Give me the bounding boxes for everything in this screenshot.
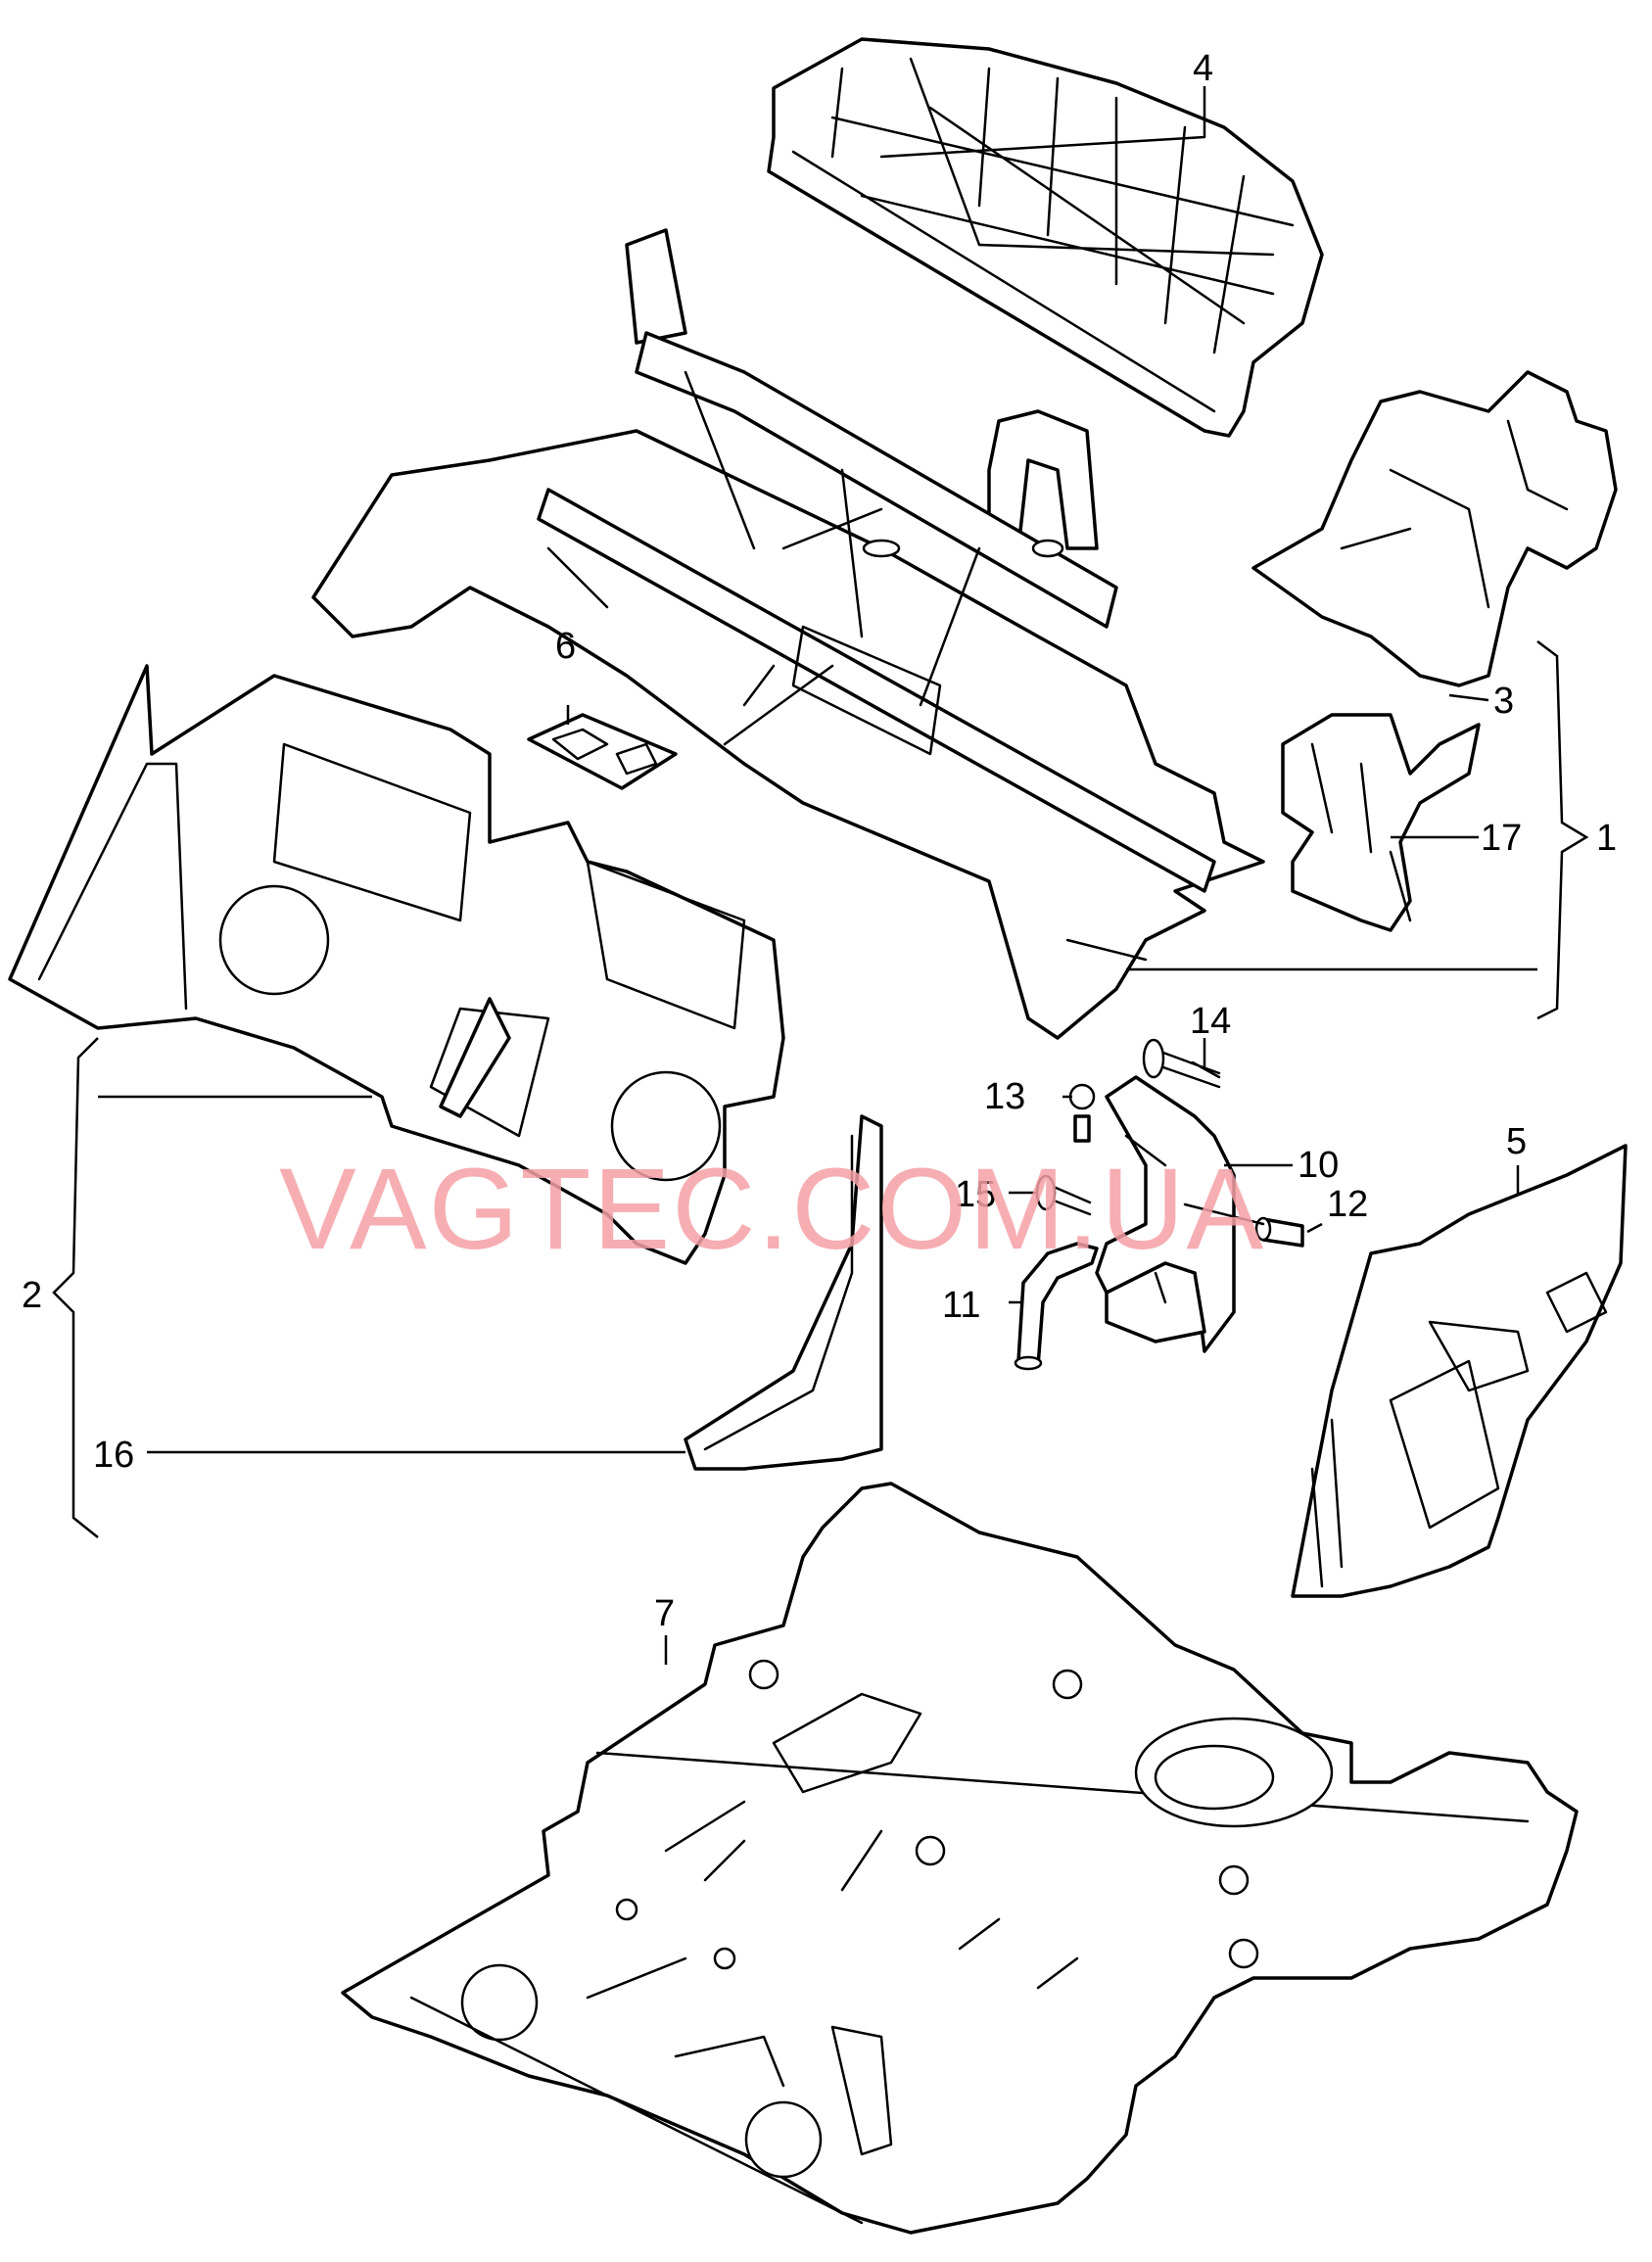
leader-12 — [1306, 1222, 1323, 1234]
callout-3: 3 — [1493, 681, 1514, 722]
callout-13: 13 — [984, 1076, 1025, 1117]
part-4-parcel-shelf — [767, 37, 1324, 438]
callout-1: 1 — [1596, 818, 1617, 859]
leader-3 — [1448, 693, 1489, 702]
part-14-bolt — [1142, 1038, 1221, 1089]
part-7-floor-pan — [341, 1482, 1579, 2235]
part-6-seal-gasket — [527, 713, 678, 790]
callout-10: 10 — [1298, 1145, 1339, 1186]
callout-12: 12 — [1327, 1184, 1368, 1225]
part-12-stud — [1183, 1202, 1304, 1248]
part-1-rear-cross-member — [311, 228, 1265, 1040]
callout-2: 2 — [22, 1275, 42, 1316]
callout-17: 17 — [1481, 818, 1522, 859]
callout-labels: 4 3 17 1 6 2 16 14 13 10 5 15 12 11 7 — [22, 48, 1617, 1634]
callout-16: 16 — [93, 1435, 134, 1476]
part-17-bracket — [1281, 713, 1481, 932]
brace-2 — [52, 1037, 99, 1538]
callout-11: 11 — [942, 1285, 980, 1326]
part-5-right-side-panel — [1291, 1144, 1628, 1598]
callout-7: 7 — [654, 1593, 675, 1634]
part-3-right-wheel-housing — [1251, 370, 1618, 687]
part-11-hose — [1014, 1242, 1099, 1371]
callout-6: 6 — [555, 626, 576, 667]
callout-15: 15 — [955, 1174, 996, 1215]
callout-4: 4 — [1193, 48, 1213, 89]
brace-1 — [1536, 640, 1589, 1020]
callout-5: 5 — [1506, 1121, 1527, 1162]
callout-14: 14 — [1190, 1001, 1231, 1042]
part-16-pillar-strip — [684, 1114, 883, 1471]
watermark-text: VAGTEC.COM.UA — [279, 1145, 1265, 1274]
leader-lines — [52, 86, 1589, 1665]
part-10-mounting-bracket — [1095, 1075, 1236, 1353]
part-13-clip — [1068, 1083, 1096, 1143]
part-2-rear-seat-panel — [8, 664, 785, 1265]
